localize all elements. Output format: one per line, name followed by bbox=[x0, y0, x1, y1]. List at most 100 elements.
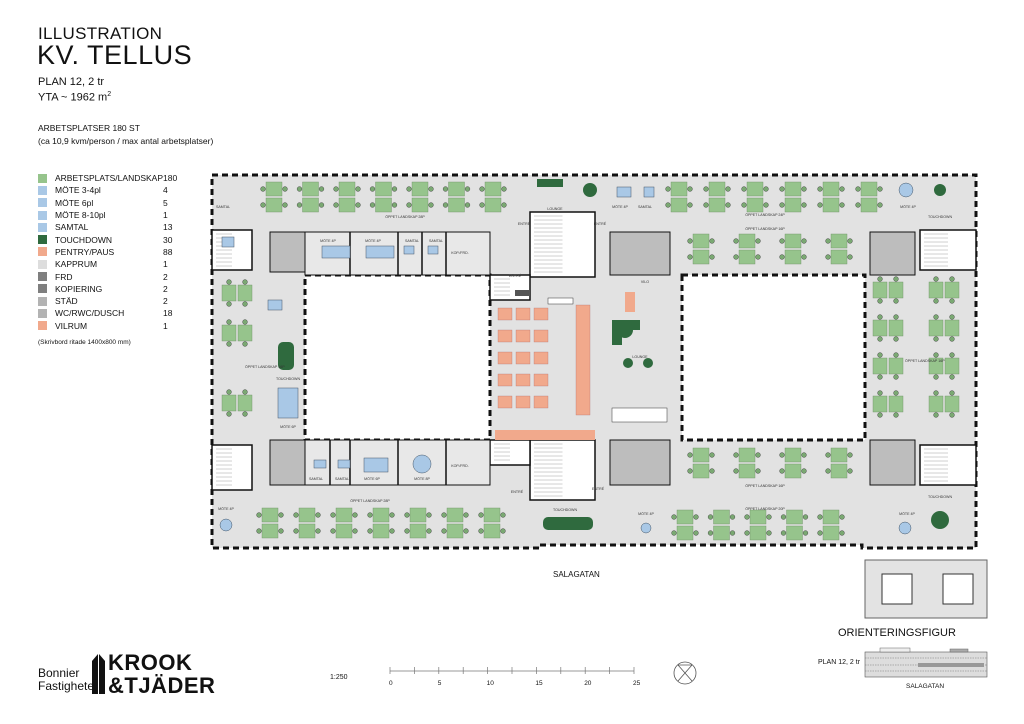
chair bbox=[825, 468, 831, 474]
chair bbox=[333, 186, 339, 192]
room-label: LOUNGE bbox=[632, 355, 648, 359]
meeting-table bbox=[313, 459, 327, 469]
pentry-counter bbox=[495, 430, 595, 440]
desk bbox=[860, 197, 878, 213]
chair bbox=[260, 202, 266, 208]
legend-count: 30 bbox=[163, 234, 173, 245]
wc-block bbox=[869, 231, 916, 276]
chair bbox=[744, 514, 750, 520]
desk bbox=[830, 233, 848, 249]
legend-swatch bbox=[38, 308, 47, 318]
kitchen-island bbox=[547, 297, 574, 305]
chair bbox=[242, 389, 248, 395]
chair bbox=[893, 374, 899, 380]
chair bbox=[391, 202, 398, 208]
legend-count: 4 bbox=[163, 185, 168, 196]
room-label: ÖPPET LANDSKAP 28P bbox=[385, 215, 425, 219]
pentry-table bbox=[533, 329, 549, 343]
chair bbox=[665, 186, 671, 192]
chair bbox=[741, 202, 747, 208]
room-label: SAMTAL bbox=[335, 477, 349, 481]
chair bbox=[933, 298, 939, 304]
chair bbox=[755, 238, 761, 244]
desk bbox=[872, 319, 888, 337]
chair bbox=[426, 512, 432, 518]
legend-swatch bbox=[38, 185, 47, 195]
legend-label: VILRUM bbox=[55, 320, 88, 331]
chair bbox=[802, 514, 809, 520]
chair bbox=[693, 514, 699, 520]
chair bbox=[500, 512, 506, 518]
wc-block bbox=[609, 231, 671, 276]
desk bbox=[944, 357, 960, 375]
desk bbox=[708, 197, 726, 213]
desk bbox=[738, 233, 756, 249]
chair bbox=[665, 202, 671, 208]
desk bbox=[265, 197, 283, 213]
scale-tick-label: 10 bbox=[486, 680, 494, 687]
chair bbox=[725, 186, 731, 192]
chair bbox=[404, 512, 410, 518]
desk bbox=[822, 525, 840, 541]
chair bbox=[226, 341, 232, 347]
chair bbox=[318, 202, 325, 208]
desk bbox=[888, 357, 904, 375]
desk bbox=[708, 181, 726, 197]
chair bbox=[817, 202, 823, 208]
chair bbox=[763, 202, 769, 208]
room-label: LOUNGE bbox=[547, 207, 563, 211]
chair bbox=[352, 528, 358, 534]
desk bbox=[872, 395, 888, 413]
chair bbox=[441, 528, 447, 534]
desk bbox=[738, 249, 756, 265]
legend-label: SAMTAL bbox=[55, 222, 89, 233]
legend-swatch bbox=[38, 222, 47, 232]
pentry-table bbox=[515, 351, 531, 365]
desk bbox=[944, 281, 960, 299]
chair bbox=[226, 301, 232, 307]
desk bbox=[448, 181, 465, 197]
street-label: SALAGATAN bbox=[553, 570, 600, 579]
chair bbox=[671, 530, 677, 536]
legend-label: PENTRY/PAUS bbox=[55, 246, 115, 257]
chair bbox=[687, 254, 693, 260]
chair bbox=[426, 528, 432, 534]
chair bbox=[847, 238, 853, 244]
chair bbox=[801, 452, 807, 458]
desk bbox=[784, 233, 802, 249]
krook-line2: &TJÄDER bbox=[108, 673, 216, 698]
desk bbox=[446, 523, 464, 539]
legend-swatch bbox=[38, 210, 47, 220]
scale-tick-label: 5 bbox=[437, 680, 442, 687]
desk bbox=[298, 523, 316, 539]
desk bbox=[372, 507, 390, 523]
chair bbox=[441, 512, 447, 518]
chair bbox=[707, 530, 714, 536]
desk bbox=[860, 181, 878, 197]
room-label: MÖTE 6P bbox=[364, 477, 380, 481]
desk bbox=[888, 281, 904, 299]
chair bbox=[893, 352, 899, 358]
krook-tjader-logo: KROOK&TJÄDER bbox=[108, 651, 215, 697]
chair bbox=[260, 186, 266, 192]
chair bbox=[933, 276, 939, 282]
desk bbox=[375, 197, 392, 213]
chair bbox=[755, 452, 761, 458]
desk bbox=[302, 197, 319, 213]
desk bbox=[713, 525, 730, 541]
chair bbox=[763, 186, 769, 192]
room-label: ENTRÉ bbox=[594, 221, 607, 226]
meeting-table-round bbox=[640, 522, 652, 534]
room-label: MÖTE 4P bbox=[218, 507, 234, 511]
chair bbox=[330, 528, 336, 534]
lounge-seat bbox=[623, 358, 633, 368]
desk bbox=[221, 284, 237, 302]
chair bbox=[315, 512, 321, 518]
room-label: SAMTAL bbox=[638, 205, 652, 209]
legend-label: ARBETSPLATS/LANDSKAP bbox=[55, 173, 164, 184]
chair bbox=[687, 202, 693, 208]
desk bbox=[670, 181, 688, 197]
